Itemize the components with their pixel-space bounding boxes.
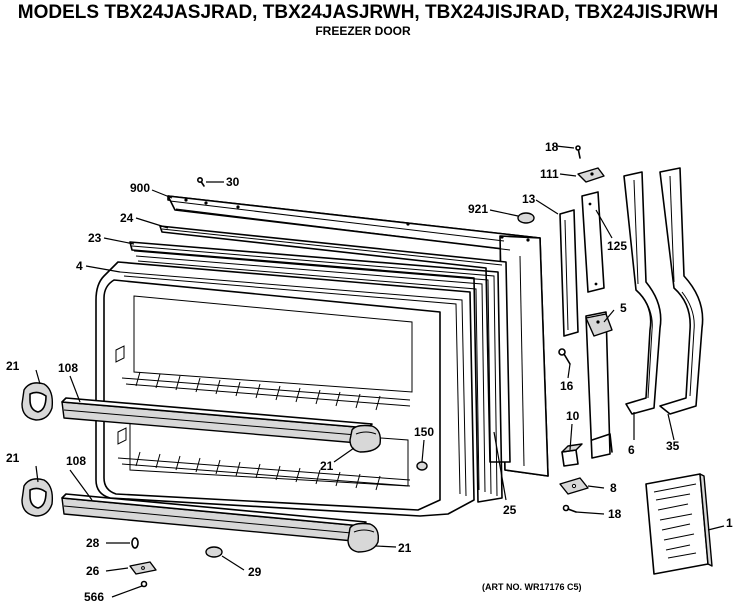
hinge-pin-icon	[575, 145, 581, 159]
callout-900: 900	[130, 181, 150, 195]
gasket-24-icon	[159, 225, 511, 463]
callout-28: 28	[86, 536, 100, 550]
callout-21-lower-right: 21	[398, 541, 412, 555]
callout-25: 25	[503, 503, 517, 517]
callout-30: 30	[226, 175, 240, 189]
hinge-top-icon	[577, 167, 605, 183]
callout-21-upper-right: 21	[320, 459, 334, 473]
spacer-28-icon	[131, 537, 139, 549]
hinge-26-icon	[129, 561, 157, 575]
callout-21-lower-left: 21	[6, 451, 20, 465]
callout-921: 921	[468, 202, 488, 216]
callout-21-upper-left: 21	[6, 359, 20, 373]
callout-10: 10	[566, 409, 580, 423]
hinge-bracket-5-icon	[585, 311, 613, 459]
callout-150: 150	[414, 425, 434, 439]
leader-lines	[35, 145, 725, 598]
shelf-bar-upper-icon	[61, 397, 373, 445]
art-number: (ART NO. WR17176 C5)	[482, 582, 582, 592]
screw-566-icon	[140, 580, 148, 588]
callout-5: 5	[620, 301, 627, 315]
callout-13: 13	[522, 192, 536, 206]
screw-30-icon	[197, 177, 205, 187]
end-cap-upper-right-icon	[349, 424, 382, 453]
callout-6: 6	[628, 443, 635, 457]
plug-29-icon	[205, 546, 223, 558]
page-title: MODELS TBX24JASJRAD, TBX24JASJRWH, TBX24…	[17, 2, 719, 23]
end-cap-lower-right-icon	[347, 522, 380, 553]
plug-921-icon	[517, 212, 535, 224]
callout-1: 1	[726, 516, 733, 530]
door-liner-icon	[95, 261, 475, 517]
callout-125: 125	[607, 239, 627, 253]
callout-108-upper: 108	[58, 361, 78, 375]
callout-111: 111	[540, 167, 559, 181]
hinge-pin-bottom-icon	[562, 504, 577, 513]
stop-block-10-icon	[561, 443, 583, 467]
callout-18-bottom: 18	[608, 507, 622, 521]
callout-8: 8	[610, 481, 617, 495]
screw-150-icon	[416, 461, 428, 471]
callout-108-lower: 108	[66, 454, 86, 468]
bracket-125-icon	[581, 191, 605, 293]
callout-35: 35	[666, 439, 680, 453]
callout-4: 4	[76, 259, 83, 273]
callout-26: 26	[86, 564, 100, 578]
page-subtitle: FREEZER DOOR	[315, 24, 411, 38]
shelf-bar-lower-icon	[61, 493, 367, 543]
gasket-23-icon	[129, 241, 503, 503]
instruction-book-icon	[645, 473, 713, 575]
callout-24: 24	[120, 211, 134, 225]
callout-18-top: 18	[545, 140, 559, 154]
hinge-bottom-8-icon	[559, 477, 589, 495]
callout-23: 23	[88, 231, 102, 245]
callout-16: 16	[560, 379, 574, 393]
handle-35-icon	[659, 167, 704, 415]
screw-16-icon	[558, 348, 571, 365]
end-cap-lower-left-icon	[21, 478, 54, 517]
callout-566: 566	[84, 590, 104, 604]
end-cap-upper-left-icon	[21, 382, 54, 421]
tube-13-icon	[559, 209, 579, 337]
handle-6-icon	[623, 171, 662, 415]
callout-29: 29	[248, 565, 262, 579]
